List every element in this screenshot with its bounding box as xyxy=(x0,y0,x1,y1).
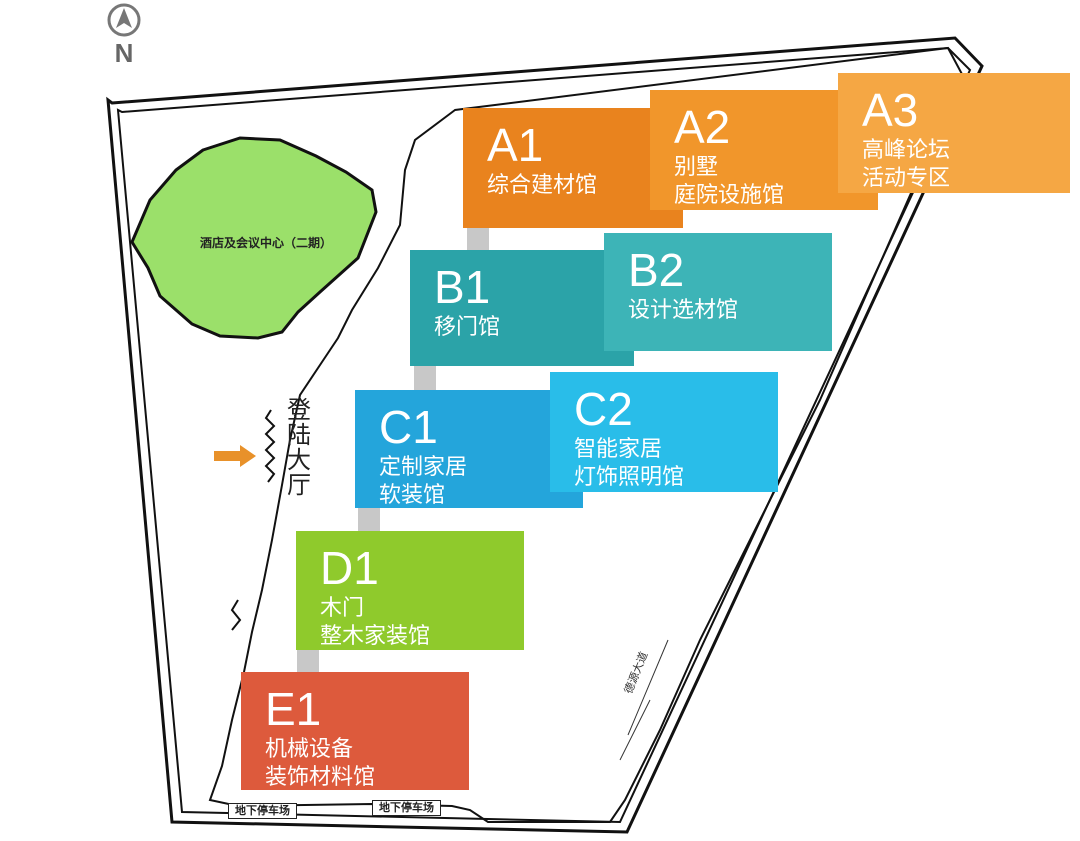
hall-name-line: 木门 xyxy=(320,596,365,621)
hall-code: A2 xyxy=(674,101,731,153)
hall-name-line: 活动专区 xyxy=(862,166,951,191)
hall-name-line: 整木家装馆 xyxy=(320,624,431,649)
hotel-label: 酒店及会议中心（二期） xyxy=(200,236,333,250)
hall-code: E1 xyxy=(265,683,322,735)
compass-letter: N xyxy=(114,38,134,68)
hall-a3[interactable]: A3 高峰论坛 活动专区 xyxy=(838,73,1070,193)
site-boundary-outer xyxy=(106,36,984,834)
hall-name-line: 智能家居 xyxy=(574,437,663,462)
hall-e1[interactable]: E1 机械设备 装饰材料馆 xyxy=(241,672,469,790)
hall-name-line: 别墅 xyxy=(674,155,719,180)
lobby-char: 陆 xyxy=(287,421,311,449)
connector-b-c xyxy=(414,364,436,392)
hall-code: C1 xyxy=(379,401,438,453)
hall-name-line: 综合建材馆 xyxy=(487,173,598,198)
lobby-char: 大 xyxy=(287,446,311,474)
compass: N xyxy=(101,38,147,66)
connector-d-e xyxy=(297,648,319,674)
hall-name-line: 灯饰照明馆 xyxy=(574,465,685,490)
building-footprint xyxy=(208,46,965,823)
hall-name-line: 软装馆 xyxy=(379,483,446,508)
hall-code: B2 xyxy=(628,244,685,296)
compass-north-icon xyxy=(107,3,141,37)
hall-c1[interactable]: C1 定制家居 软装馆 xyxy=(355,390,583,508)
hall-b2[interactable]: B2 设计选材馆 xyxy=(604,233,832,351)
side-wall xyxy=(230,599,242,631)
hall-b1[interactable]: B1 移门馆 xyxy=(410,250,634,366)
parking-label-left: 地下停车场 xyxy=(228,803,297,819)
road-line-1 xyxy=(619,699,651,761)
hall-d1[interactable]: D1 木门 整木家装馆 xyxy=(296,531,524,650)
hall-a1[interactable]: A1 综合建材馆 xyxy=(463,108,683,228)
lobby-label: 登 陆 大 厅 xyxy=(284,398,314,498)
road-line-2 xyxy=(627,639,669,736)
lobby-arrow-icon xyxy=(214,445,256,467)
hall-name-line: 设计选材馆 xyxy=(628,298,739,323)
parking-label-right: 地下停车场 xyxy=(372,800,441,816)
hall-name-line: 庭院设施馆 xyxy=(674,183,785,208)
hall-code: A3 xyxy=(862,84,919,136)
hall-code: C2 xyxy=(574,383,633,435)
hall-name-line: 机械设备 xyxy=(265,737,354,762)
hotel-area xyxy=(130,136,378,340)
hall-name-line: 移门馆 xyxy=(434,315,501,340)
lobby-char: 登 xyxy=(287,396,311,424)
connector-a-b xyxy=(467,226,489,252)
hall-code: A1 xyxy=(487,119,544,171)
lobby-char: 厅 xyxy=(287,471,311,499)
hall-code: D1 xyxy=(320,542,379,594)
hall-name-line: 定制家居 xyxy=(379,455,468,480)
hall-code: B1 xyxy=(434,261,491,313)
lobby-wall xyxy=(264,409,276,483)
hall-c2[interactable]: C2 智能家居 灯饰照明馆 xyxy=(550,372,778,492)
hall-name-line: 装饰材料馆 xyxy=(265,765,376,790)
hall-name-line: 高峰论坛 xyxy=(862,138,951,163)
connector-c-d xyxy=(358,507,380,533)
